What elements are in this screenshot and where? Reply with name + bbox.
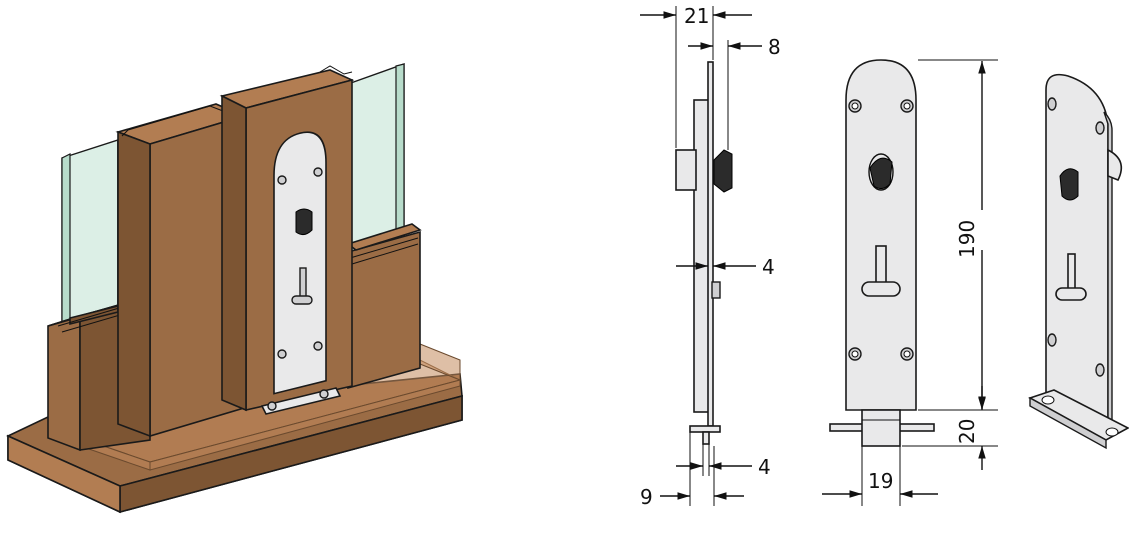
persp-knob-icon [1059,168,1079,201]
bolt-knob-icon [295,208,313,236]
glass-pane-left [61,139,119,341]
front-view: 190 20 19 [822,59,998,506]
dim-bolt-width: 19 [868,469,893,493]
persp-keeper [1028,389,1129,450]
sash-right [346,223,422,390]
side-plate [707,61,714,427]
screw-icon [848,99,914,361]
meeting-stile-left [115,103,247,438]
side-view: 21 8 4 4 9 [640,4,781,509]
screw-icon [277,167,323,359]
front-bolt [861,409,901,447]
dim-bottom-thickness: 4 [758,455,771,479]
installed-flush-bolt [260,131,342,415]
front-slot-foot [861,281,901,297]
side-bolt-housing [675,149,697,191]
front-plate [845,59,917,411]
dim-bolt-length: 20 [955,419,979,444]
dim-height: 190 [955,220,979,258]
dim-top-overall: 21 [684,4,709,28]
side-bolt-tip [702,431,710,445]
screw-icon [1047,97,1105,377]
front-knob-icon [869,157,893,190]
side-bolt-foot [689,425,721,433]
side-knob-icon [713,149,733,193]
dim-bottom-offset: 9 [640,485,653,509]
dim-top-plate: 8 [768,35,781,59]
floor-keeper [260,387,342,415]
front-slot [875,245,887,287]
dim-mid-thickness: 4 [762,255,775,279]
installed-isometric-view [6,63,463,514]
perspective-view [1028,73,1129,450]
side-slot-tab [711,281,721,299]
